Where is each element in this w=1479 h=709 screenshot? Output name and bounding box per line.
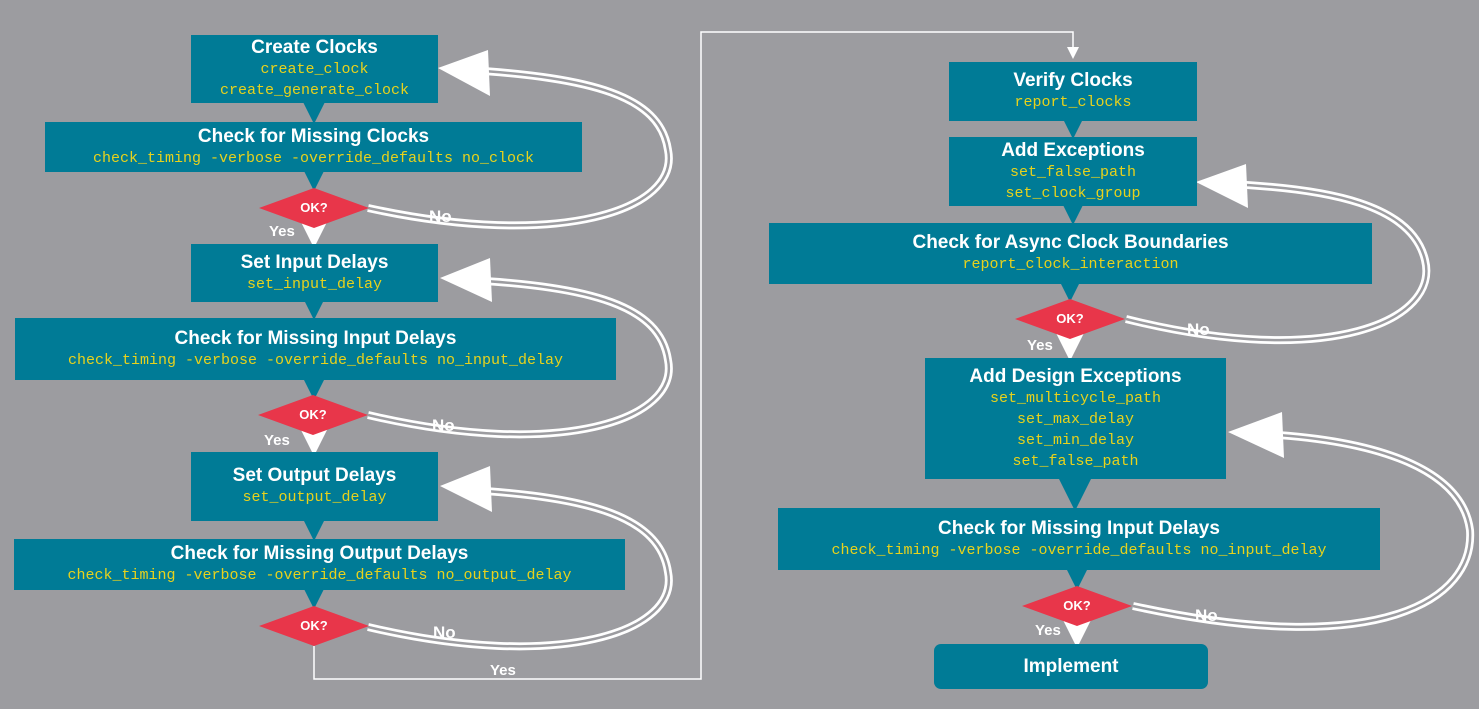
step-title: Check for Missing Input Delays xyxy=(938,517,1220,539)
decision-diamond-5 xyxy=(1022,586,1132,626)
no-loop-4 xyxy=(1125,164,1431,345)
no-label-2: No xyxy=(432,416,455,435)
step-command: set_max_delay xyxy=(1016,410,1135,428)
no-loop-1 xyxy=(367,50,673,230)
yes-label-5: Yes xyxy=(1035,622,1061,639)
step-title: Check for Missing Clocks xyxy=(197,125,430,147)
step-command: set_min_delay xyxy=(1016,431,1135,449)
decision-4: OK? xyxy=(1015,299,1125,339)
step-title: Add Exceptions xyxy=(1001,139,1145,161)
decision-diamond-4 xyxy=(1015,299,1125,339)
no-loop-3 xyxy=(367,466,673,651)
step-command: check_timing -verbose -override_defaults… xyxy=(67,351,564,369)
decision-label: OK? xyxy=(300,200,328,215)
step-title: Check for Missing Input Delays xyxy=(174,327,457,349)
decision-2: OK? xyxy=(258,395,368,435)
step-check-missing-input-delays: Check for Missing Input Delays check_timi… xyxy=(15,318,616,380)
step-command: create_clock xyxy=(260,61,369,78)
step-command: report_clocks xyxy=(1014,94,1132,111)
decision-label: OK? xyxy=(300,618,328,633)
step-command: set_clock_group xyxy=(1005,184,1141,202)
no-loops xyxy=(367,50,1475,651)
yes-label-3: Yes xyxy=(490,662,516,679)
step-title: Create Clocks xyxy=(251,37,378,58)
step-title: Set Input Delays xyxy=(240,251,389,273)
step-create-clocks: Create Clocks create_clock create_generate… xyxy=(191,35,438,103)
decision-diamond-1 xyxy=(259,188,369,228)
step-command: set_false_path xyxy=(1012,452,1139,470)
no-label-4: No xyxy=(1187,320,1210,339)
flow-connectors xyxy=(298,92,1095,609)
step-title: Check for Async Clock Boundaries xyxy=(912,232,1229,253)
decision-3: OK? xyxy=(259,606,369,646)
step-add-exceptions: Add Exceptions set_false_path set_clock_gr… xyxy=(949,137,1197,206)
no-loop-5 xyxy=(1132,412,1475,631)
decision-diamond-3 xyxy=(259,606,369,646)
step-add-design-exceptions: Add Design Exceptions set_multicycle_path… xyxy=(925,358,1226,479)
no-label-3: No xyxy=(433,623,456,642)
step-command: create_generate_clock xyxy=(219,82,410,99)
step-check-missing-input-delays-2: Check for Missing Input Delays check_timi… xyxy=(778,508,1380,570)
step-command: set_multicycle_path xyxy=(989,389,1162,407)
step-command: set_output_delay xyxy=(242,489,387,506)
decision-5: OK? xyxy=(1022,586,1132,626)
step-title: Check for Missing Output Delays xyxy=(170,543,469,564)
decision-label: OK? xyxy=(1056,311,1084,326)
yes-label-1: Yes xyxy=(269,223,295,240)
step-check-async-clock-boundaries: Check for Async Clock Boundaries report_c… xyxy=(769,223,1372,284)
step-command: set_false_path xyxy=(1009,163,1137,181)
step-set-input-delays: Set Input Delays set_input_delay xyxy=(191,244,438,302)
step-title: Set Output Delays xyxy=(232,465,397,486)
decision-diamond-2 xyxy=(258,395,368,435)
step-command: check_timing -verbose -override_defaults… xyxy=(831,541,1327,559)
yes-label-2: Yes xyxy=(264,432,290,449)
yes-route-to-verify-clocks xyxy=(313,31,1079,680)
yes-connectors xyxy=(294,208,1097,648)
step-check-missing-output-delays: Check for Missing Output Delays check_tim… xyxy=(14,539,625,590)
no-label-5: No xyxy=(1195,606,1218,625)
step-verify-clocks: Verify Clocks report_clocks xyxy=(949,62,1197,121)
step-title: Verify Clocks xyxy=(1013,70,1133,91)
yes-label-4: Yes xyxy=(1027,337,1053,354)
decision-label: OK? xyxy=(299,407,327,422)
step-command: set_input_delay xyxy=(246,275,383,293)
step-implement: Implement xyxy=(934,644,1208,689)
decision-1: OK? xyxy=(259,188,369,228)
step-title: Implement xyxy=(1023,655,1119,677)
step-command: check_timing -verbose -override_defaults… xyxy=(67,567,572,584)
step-title: Add Design Exceptions xyxy=(969,365,1182,387)
step-command: report_clock_interaction xyxy=(962,256,1179,273)
step-set-output-delays: Set Output Delays set_output_delay xyxy=(191,452,438,521)
no-loop-2 xyxy=(367,258,673,439)
decision-label: OK? xyxy=(1063,598,1091,613)
no-label-1: No xyxy=(429,207,452,226)
step-command: check_timing -verbose -override_defaults… xyxy=(92,149,535,167)
step-check-missing-clocks: Check for Missing Clocks check_timing -ve… xyxy=(45,122,582,172)
